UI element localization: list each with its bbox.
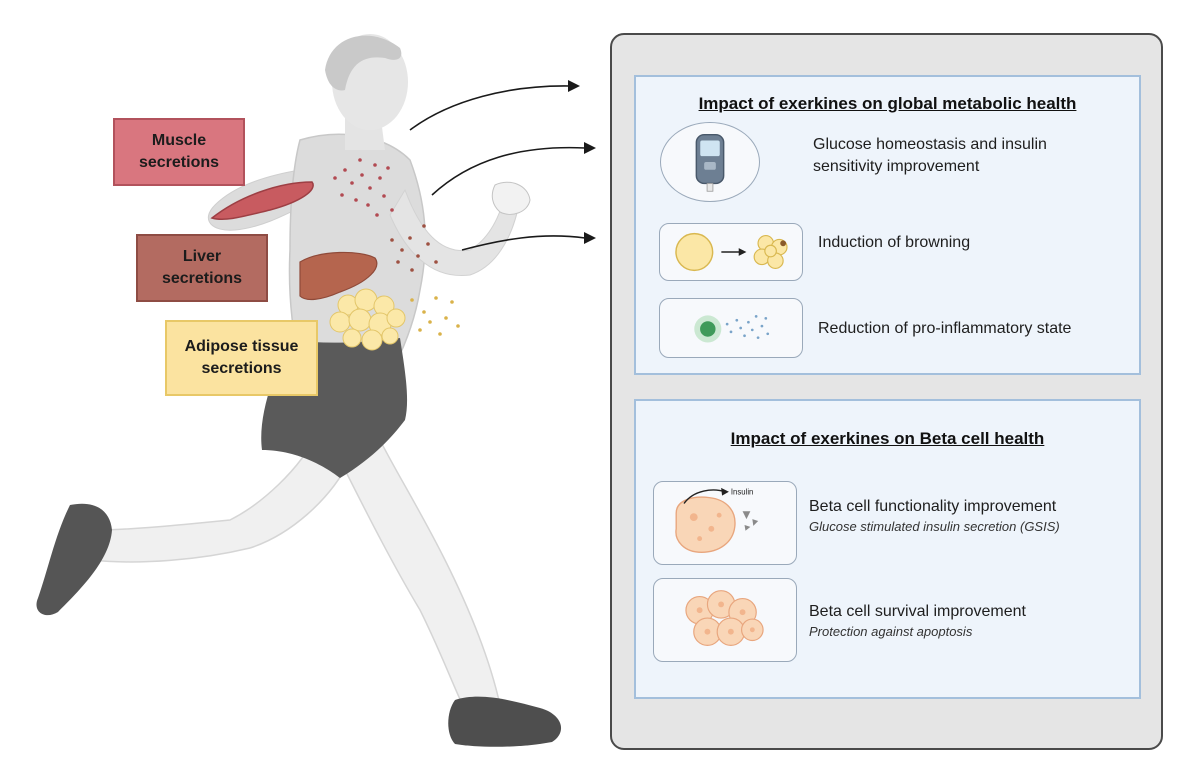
muscle-secretion-dots xyxy=(333,158,394,217)
front-leg xyxy=(328,439,501,711)
adipose-secretions-label: Adipose tissue secretions xyxy=(165,320,318,396)
liver-organ xyxy=(299,251,378,301)
global-item-3-text: Reduction of pro-inflammatory state xyxy=(818,320,1072,337)
beta-cell-secretion-icon: Insulin xyxy=(675,488,759,553)
insulin-icon-label: Insulin xyxy=(731,488,754,497)
islet-icon-box xyxy=(653,578,797,662)
beta-item-1-title: Beta cell functionality improvement xyxy=(809,498,1057,515)
muscle-organ xyxy=(210,181,314,221)
global-item-1-line2: sensitivity improvement xyxy=(813,158,980,175)
inflammation-icon-box xyxy=(659,298,803,358)
liver-secretions-label: Liver secretions xyxy=(136,234,268,302)
secretion-arrows xyxy=(409,85,586,251)
fat-cell-browning-icon xyxy=(675,232,788,272)
global-item-1-text: Glucose homeostasis and insulin sensitiv… xyxy=(813,134,1047,178)
beta-cell-panel: Impact of exerkines on Beta cell health … xyxy=(634,399,1141,699)
liver-secretion-dots xyxy=(390,224,438,272)
global-panel-title: Impact of exerkines on global metabolic … xyxy=(698,94,1077,113)
global-item-2-text: Induction of browning xyxy=(818,234,971,251)
beta-panel-title: Impact of exerkines on Beta cell health xyxy=(730,429,1045,448)
glucometer-icon xyxy=(695,133,725,192)
global-item-1-line1: Glucose homeostasis and insulin xyxy=(813,136,1047,153)
front-shoe xyxy=(448,696,562,747)
muscle-label-line1: Muscle xyxy=(151,132,207,149)
global-metabolic-panel: Impact of exerkines on global metabolic … xyxy=(634,75,1141,375)
beta-item-1-text: Beta cell functionality improvement Gluc… xyxy=(809,496,1060,536)
fist xyxy=(491,181,531,215)
islet-cluster-icon xyxy=(685,590,764,646)
glucometer-icon-box xyxy=(660,122,760,202)
muscle-secretions-label: Muscle secretions xyxy=(113,118,245,186)
gsis-icon-box: Insulin xyxy=(653,481,797,565)
arrowheads xyxy=(568,80,596,244)
adipose-label-line1: Adipose tissue xyxy=(184,338,299,355)
adipose-cluster xyxy=(329,288,406,351)
beta-item-2-text: Beta cell survival improvement Protectio… xyxy=(809,601,1026,641)
muscle-label-line2: secretions xyxy=(138,154,220,171)
liver-label-line2: secretions xyxy=(161,270,243,287)
browning-icon-box xyxy=(659,223,803,281)
adipose-secretion-dots xyxy=(410,296,460,336)
hair xyxy=(325,35,402,91)
beta-item-1-subtitle: Glucose stimulated insulin secretion (GS… xyxy=(809,519,1060,534)
inflammation-icon xyxy=(694,315,770,343)
back-shoe xyxy=(36,503,112,616)
liver-label-line1: Liver xyxy=(182,248,222,265)
beta-item-2-title: Beta cell survival improvement xyxy=(809,603,1026,620)
adipose-label-line2: secretions xyxy=(201,360,282,377)
beta-item-2-subtitle: Protection against apoptosis xyxy=(809,624,973,639)
